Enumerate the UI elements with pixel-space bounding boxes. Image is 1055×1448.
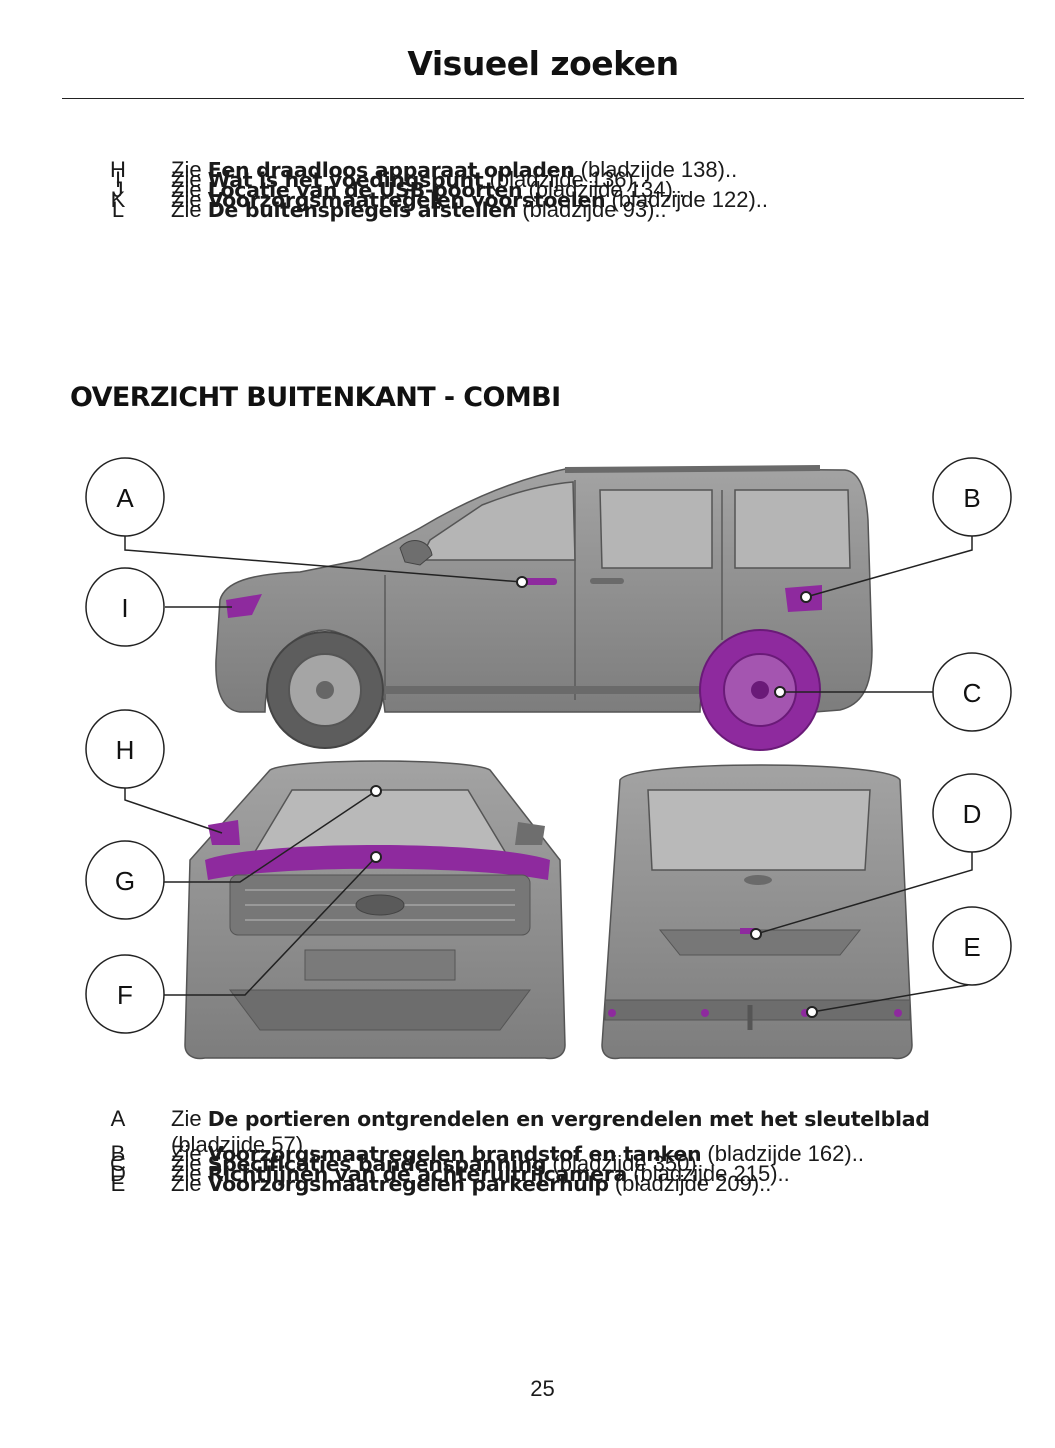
page-title: Visueel zoeken [407,44,679,83]
callout-label: D [963,799,982,829]
callout-g [85,840,165,920]
ref-page: (bladzijde 138).. [580,157,738,182]
rear-view-vehicle [601,764,913,1060]
ref-link[interactable]: Wat is het voedingspunt [207,168,484,192]
ref-prefix: Zie [171,177,202,202]
callout-circles: A B I C H D G E F [85,457,1012,1034]
callout-d [932,773,1012,853]
ref-prefix: Zie [171,187,202,212]
callout-label: E [963,932,980,962]
ref-prefix: Zie [171,157,202,182]
ref-page: (bladzijde 134).. [528,177,685,202]
ref-link[interactable]: Voorzorgsmaatregelen voorstoelen [207,188,606,212]
ref-page: (bladzijde 57).. [171,1132,316,1157]
front-view-vehicle [184,760,566,1060]
ref-link[interactable]: De buitenspiegels afstellen [207,198,517,222]
ref-prefix: Zie [171,1171,202,1196]
callout-label: G [115,866,135,896]
ref-letter: B [110,1141,126,1166]
leader-lines [124,535,973,1013]
ref-prefix: Zie [171,1141,202,1166]
ref-letter: C [110,1151,126,1176]
ref-letter: I [114,167,122,192]
ref-page: (bladzijde 122).. [611,187,769,212]
title-divider [62,98,1024,99]
leader-dots [370,576,818,1018]
ref-letter: H [110,157,126,182]
callout-a [85,457,165,537]
vehicle-exterior-illustration: A B I C H D G E F [85,457,1012,1060]
ref-prefix: Zie [171,1106,202,1131]
ref-link[interactable]: Specificaties bandenspanning [207,1152,547,1176]
callout-h [85,709,165,789]
ref-link[interactable]: De portieren ontgrendelen en vergrendele… [207,1107,930,1131]
callout-c [932,652,1012,732]
callout-label: I [121,593,128,623]
page-number: 25 [530,1376,555,1401]
ref-prefix: Zie [171,197,202,222]
callout-e [932,906,1012,986]
ref-prefix: Zie [171,167,202,192]
ref-letter: L [111,197,125,222]
ref-page: (bladzijde 350).. [552,1151,709,1176]
ref-page: (bladzijde 209).. [614,1171,772,1196]
ref-letter: E [110,1171,126,1196]
callout-label: C [963,678,982,708]
ref-link[interactable]: Voorzorgsmaatregelen brandstof en tanken [207,1142,702,1166]
ref-link[interactable]: Een draadloos apparaat opladen [207,158,575,182]
callout-label: A [116,483,134,513]
ref-link[interactable]: Locatie van de USB-poorten [207,178,523,202]
ref-page: (bladzijde 136).. [489,167,647,192]
ref-letter: J [112,177,124,202]
callout-f [85,954,165,1034]
side-view-vehicle [215,465,873,751]
section-heading: OVERZICHT BUITENKANT - COMBI [70,382,561,413]
ref-prefix: Zie [171,1151,202,1176]
ref-letter: K [110,187,126,212]
ref-link[interactable]: Richtlijnen van de achteruitrijcamera [207,1162,628,1186]
ref-page: (bladzijde 162).. [707,1141,864,1166]
ref-letter: A [110,1106,126,1131]
callout-label: F [117,980,133,1010]
ref-prefix: Zie [171,1161,202,1186]
callout-label: B [963,483,980,513]
callout-i [85,567,165,647]
ref-link[interactable]: Voorzorgsmaatregelen parkeerhulp [207,1172,609,1196]
ref-page: (bladzijde 93).. [522,197,667,222]
callout-b [932,457,1012,537]
ref-letter: D [110,1161,126,1186]
callout-label: H [116,735,135,765]
ref-page: (bladzijde 215).. [633,1161,790,1186]
